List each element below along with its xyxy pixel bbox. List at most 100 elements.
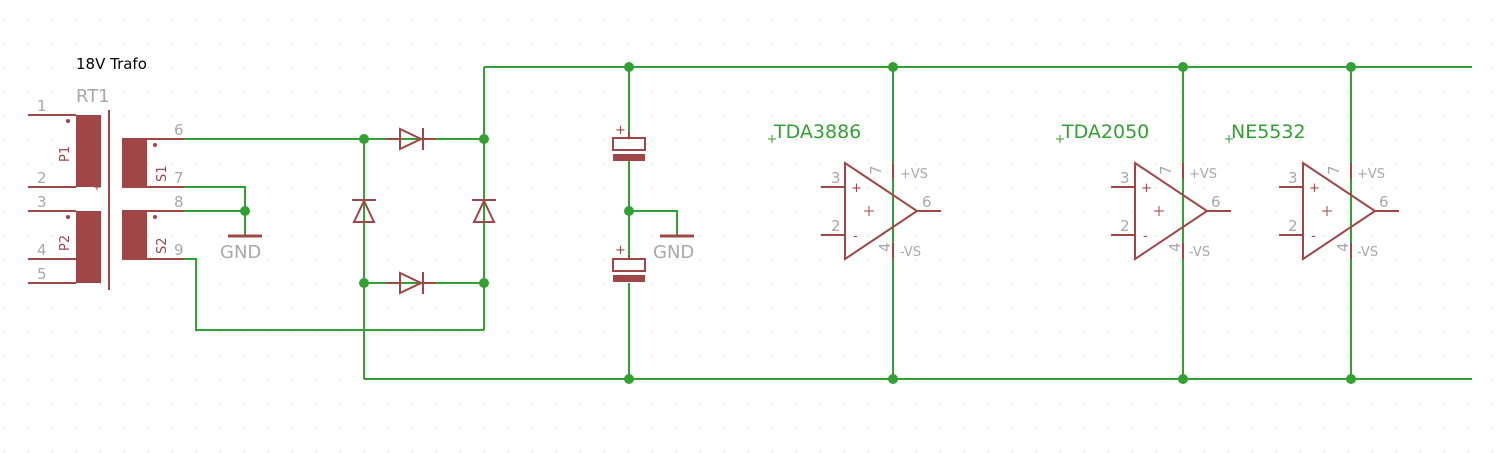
grid-dot xyxy=(28,331,29,332)
grid-dot xyxy=(388,19,389,20)
grid-dot xyxy=(172,355,173,356)
grid-dot xyxy=(724,355,725,356)
diode-bottom[interactable] xyxy=(386,271,436,295)
grid-dot xyxy=(124,379,125,380)
pin-label: 3 xyxy=(37,193,47,211)
grid-dot xyxy=(1276,451,1277,452)
grid-dot xyxy=(1444,403,1445,404)
opamp-ne5532[interactable]: NE5532 3 2 6 7 4 +VS -VS + - xyxy=(1231,121,1399,261)
grid-dot xyxy=(1252,187,1253,188)
grid-dot xyxy=(1420,331,1421,332)
grid-dot xyxy=(1420,283,1421,284)
grid-dot xyxy=(892,19,893,20)
gnd-symbol[interactable]: GND xyxy=(220,234,262,263)
grid-dot xyxy=(652,115,653,116)
grid-dot xyxy=(100,283,101,284)
cap-plus-sign: + xyxy=(615,123,626,138)
diode-top[interactable] xyxy=(386,127,436,151)
grid-dot xyxy=(1012,163,1013,164)
grid-dot xyxy=(508,307,509,308)
grid-dot xyxy=(676,115,677,116)
grid-dot xyxy=(1060,403,1061,404)
grid-dot xyxy=(556,163,557,164)
grid-dot xyxy=(1252,451,1253,452)
grid-dot xyxy=(1396,307,1397,308)
grid-dot xyxy=(340,163,341,164)
junction-dot xyxy=(479,134,489,144)
grid-dot xyxy=(292,19,293,20)
grid-dot xyxy=(532,451,533,452)
grid-dot xyxy=(724,259,725,260)
grid-dot xyxy=(340,259,341,260)
grid-dot xyxy=(676,331,677,332)
grid-dot xyxy=(52,427,53,428)
grid-dot xyxy=(1396,259,1397,260)
diode-left[interactable] xyxy=(352,198,376,223)
capacitor-lower[interactable]: + xyxy=(612,243,646,282)
grid-dot xyxy=(220,235,221,236)
grid-dot xyxy=(940,355,941,356)
grid-dot xyxy=(1156,163,1157,164)
winding-p1 xyxy=(76,115,101,187)
winding-label: S2 xyxy=(155,237,170,254)
grid-dot xyxy=(1372,235,1373,236)
grid-dot xyxy=(676,427,677,428)
grid-dot xyxy=(28,67,29,68)
grid-dot xyxy=(964,235,965,236)
grid-dot xyxy=(1132,331,1133,332)
grid-dot xyxy=(148,331,149,332)
grid-dot xyxy=(940,331,941,332)
grid-dot xyxy=(124,403,125,404)
grid-dot xyxy=(1060,163,1061,164)
grid-dot xyxy=(772,283,773,284)
capacitor-upper[interactable]: + xyxy=(612,123,646,161)
grid-dot xyxy=(988,235,989,236)
grid-dot xyxy=(196,67,197,68)
grid-dot xyxy=(700,115,701,116)
grid-dot xyxy=(1468,211,1469,212)
transformer-rt1[interactable]: 18V Trafo RT1 1 2 3 4 5 6 7 8 9 P1 P2 S1… xyxy=(28,55,184,290)
grid-dot xyxy=(172,91,173,92)
grid-dot xyxy=(1036,427,1037,428)
junction-dot xyxy=(359,134,369,144)
grid-dot xyxy=(148,307,149,308)
grid-dot xyxy=(436,67,437,68)
grid-dot xyxy=(916,451,917,452)
gnd-symbol[interactable]: GND xyxy=(653,234,694,263)
grid-dot xyxy=(940,115,941,116)
grid-dot xyxy=(916,331,917,332)
grid-dot xyxy=(1204,187,1205,188)
diode-right[interactable] xyxy=(472,198,496,223)
grid-dot xyxy=(604,451,605,452)
grid-dot xyxy=(1228,283,1229,284)
opamp-tda2050[interactable]: TDA2050 3 2 6 7 4 +VS -VS + - xyxy=(1061,121,1231,261)
grid-dot xyxy=(580,259,581,260)
grid-dot xyxy=(28,91,29,92)
grid-dot xyxy=(412,43,413,44)
pin-label: 2 xyxy=(37,169,47,187)
grid-dot xyxy=(892,43,893,44)
pin-label: 5 xyxy=(37,265,47,283)
grid-dot xyxy=(484,451,485,452)
grid-dot xyxy=(820,187,821,188)
pin-label: 6 xyxy=(1379,193,1389,211)
grid-dot xyxy=(172,283,173,284)
grid-dot xyxy=(604,427,605,428)
wire-cap-mid-gnd[interactable] xyxy=(629,210,678,235)
grid-dot xyxy=(52,355,53,356)
grid-dot xyxy=(604,43,605,44)
grid-dot xyxy=(700,163,701,164)
opamp-tda3886[interactable]: TDA3886 3 2 6 7 4 +VS -VS + - xyxy=(773,121,941,261)
grid-dot xyxy=(340,91,341,92)
grid-dot xyxy=(532,43,533,44)
grid-dot xyxy=(844,139,845,140)
wire-s1-pin7-ct[interactable] xyxy=(184,186,246,211)
grid-dot xyxy=(76,19,77,20)
grid-dot xyxy=(988,139,989,140)
grid-dot xyxy=(1204,115,1205,116)
wire-s2-pin9[interactable] xyxy=(184,258,484,331)
grid-dot xyxy=(244,427,245,428)
grid-dot xyxy=(700,91,701,92)
grid-dot xyxy=(1180,211,1181,212)
grid-dot xyxy=(244,403,245,404)
